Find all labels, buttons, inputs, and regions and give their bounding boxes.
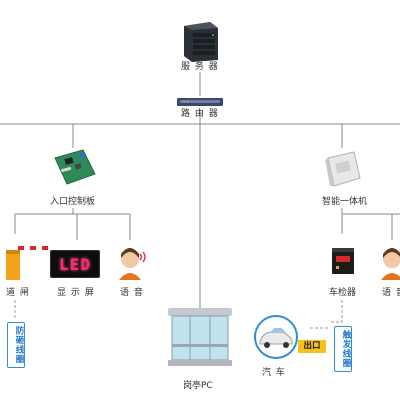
smart-unit-icon xyxy=(325,151,361,187)
smart-unit-label: 智能一体机 xyxy=(322,197,368,207)
voice-operator-icon-left xyxy=(119,248,146,280)
server-label: 服 务 器 xyxy=(181,62,219,72)
led-text: LED xyxy=(59,254,91,274)
barrier-label: 道 闸 xyxy=(6,288,30,298)
router-icon xyxy=(177,98,223,106)
entry-board-label: 入口控制板 xyxy=(50,197,96,207)
server-icon xyxy=(184,22,218,62)
detector-loop-dashed xyxy=(330,300,343,323)
trigger-loop-box: 触发线圈 xyxy=(334,326,352,372)
booth-pc-label: 岗亭PC xyxy=(183,381,213,391)
circuit-board-icon xyxy=(54,149,96,185)
anti-smash-loop-box: 防砸线圈 xyxy=(7,322,25,368)
exit-sign: 出口 xyxy=(298,340,326,353)
detector-label: 车检器 xyxy=(329,288,357,298)
car-label: 汽 车 xyxy=(262,368,286,378)
car-icon xyxy=(254,315,298,359)
router-label: 路 由 器 xyxy=(181,109,219,119)
led-display-icon: LED xyxy=(50,250,100,278)
voice-right-label: 语 音 xyxy=(382,288,400,298)
voice-operator-icon-right xyxy=(381,248,400,280)
guard-booth-icon xyxy=(168,308,232,366)
voice-left-label: 语 音 xyxy=(120,288,144,298)
display-label: 显 示 屏 xyxy=(57,288,95,298)
barrier-gate-icon xyxy=(6,246,48,280)
vehicle-detector-icon xyxy=(332,248,354,274)
